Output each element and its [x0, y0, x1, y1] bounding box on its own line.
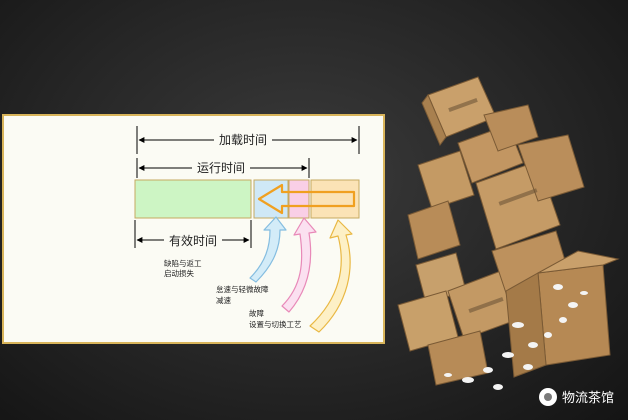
breakdown-loss-bar	[310, 179, 360, 219]
running-time-dimension: 运行时间	[136, 158, 310, 178]
cardboard-box-figure-icon	[397, 76, 620, 390]
diagram-panel: 加载时间 运行时间 有效时间 缺陷与返工	[2, 114, 385, 344]
annotation-breakdown-setup-line2: 设置与切换工艺	[249, 319, 302, 329]
blue-curved-arrow-icon	[249, 216, 287, 283]
pink-curved-arrow-icon	[281, 217, 317, 313]
oee-loss-diagram: 加载时间 运行时间 有效时间 缺陷与返工	[134, 126, 360, 333]
orange-curved-arrow-icon	[309, 219, 353, 333]
annotation-idling-stops-line1: 怠速与轻微故障	[216, 284, 269, 294]
effective-time-dimension: 有效时间	[134, 220, 252, 249]
running-time-label: 运行时间	[197, 161, 245, 175]
loss-direction-arrow-icon	[257, 183, 356, 215]
annotation-defects-rework-line1: 缺陷与返工	[164, 258, 202, 268]
annotation-idling-stops-line2: 减速	[216, 295, 231, 305]
watermark: 物流茶馆	[538, 387, 614, 406]
effective-time-bar	[134, 179, 252, 219]
effective-time-label-bg	[164, 231, 222, 249]
effective-time-label: 有效时间	[169, 233, 217, 248]
wechat-icon	[538, 387, 557, 406]
loading-time-label: 加载时间	[219, 133, 267, 147]
annotation-defects-rework: 缺陷与返工 启动损失	[164, 258, 202, 278]
annotation-breakdown-setup: 故障 设置与切换工艺	[249, 308, 302, 329]
watermark-text: 物流茶馆	[561, 391, 614, 406]
annotation-idling-stops: 怠速与轻微故障 减速	[216, 284, 269, 305]
running-time-label-bg	[192, 158, 250, 176]
annotation-breakdown-setup-line1: 故障	[249, 308, 264, 318]
speed-loss-bar	[288, 179, 310, 219]
loading-time-dimension: 加载时间	[136, 126, 360, 154]
loading-time-label-bg	[214, 130, 272, 148]
annotation-defects-rework-line2: 启动损失	[164, 268, 194, 278]
